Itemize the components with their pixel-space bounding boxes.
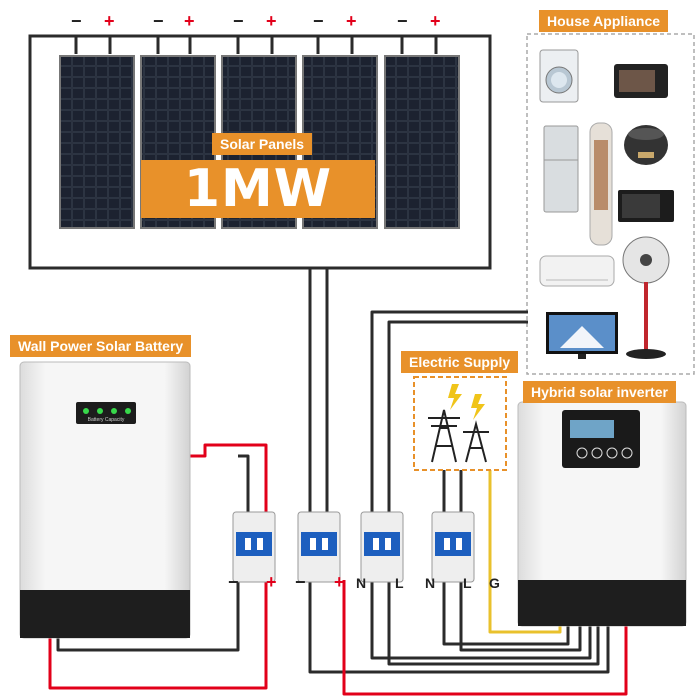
terminal-battery-positive: + (266, 572, 277, 592)
breaker-pv (297, 511, 341, 583)
battery-label: Wall Power Solar Battery (10, 335, 192, 357)
panel-2-positive: + (184, 11, 195, 31)
solar-panels-label: Solar Panels (212, 133, 313, 155)
panel-2-negative: − (153, 11, 164, 31)
inverter-screen (562, 410, 640, 468)
panel-1-negative: − (71, 11, 82, 31)
tower-air-conditioner-icon (589, 122, 613, 246)
panel-5-negative: − (397, 11, 408, 31)
panel-1-positive: + (104, 11, 115, 31)
hybrid-inverter (517, 401, 687, 627)
inverter-label: Hybrid solar inverter (523, 381, 676, 403)
terminal-ground: G (489, 575, 500, 591)
terminal-pv-positive: + (334, 572, 345, 592)
terminal-l1: L (395, 575, 404, 591)
solar-panel-1 (59, 55, 135, 229)
panel-frame-wires (28, 34, 492, 270)
terminal-l2: L (463, 575, 472, 591)
electric-supply-box (413, 376, 507, 471)
panel-5-positive: + (430, 11, 441, 31)
battery-capacity-display (76, 402, 136, 424)
house-appliance-box (526, 33, 695, 375)
panel-4-negative: − (313, 11, 324, 31)
rice-cooker-icon (624, 125, 668, 165)
power-tower-icon (428, 409, 489, 463)
breaker-grid (431, 511, 475, 583)
microwave-oven-icon (614, 64, 668, 98)
standing-fan-icon (622, 236, 670, 359)
breaker-battery (232, 511, 276, 583)
solar-panel-5 (384, 55, 460, 229)
breaker-group (232, 511, 475, 583)
electric-supply-label: Electric Supply (401, 351, 519, 373)
refrigerator-icon (543, 125, 579, 213)
panel-3-negative: − (233, 11, 244, 31)
battery-capacity-caption: Battery Capacity (88, 417, 125, 423)
capacity-label: 1MW (141, 160, 375, 218)
lightning-icon (448, 384, 485, 420)
terminal-n1: N (356, 575, 367, 591)
television-icon (546, 312, 618, 359)
terminal-n2: N (425, 575, 436, 591)
house-appliance-label: House Appliance (539, 10, 669, 32)
wall-battery: Battery Capacity (19, 361, 191, 639)
panel-4-positive: + (346, 11, 357, 31)
panel-3-positive: + (266, 11, 277, 31)
washing-machine-icon (539, 49, 579, 103)
air-conditioner-icon (539, 255, 615, 287)
terminal-pv-negative: − (295, 572, 306, 592)
terminal-battery-negative: − (228, 572, 239, 592)
breaker-load (360, 511, 404, 583)
microwave-icon (618, 190, 674, 222)
